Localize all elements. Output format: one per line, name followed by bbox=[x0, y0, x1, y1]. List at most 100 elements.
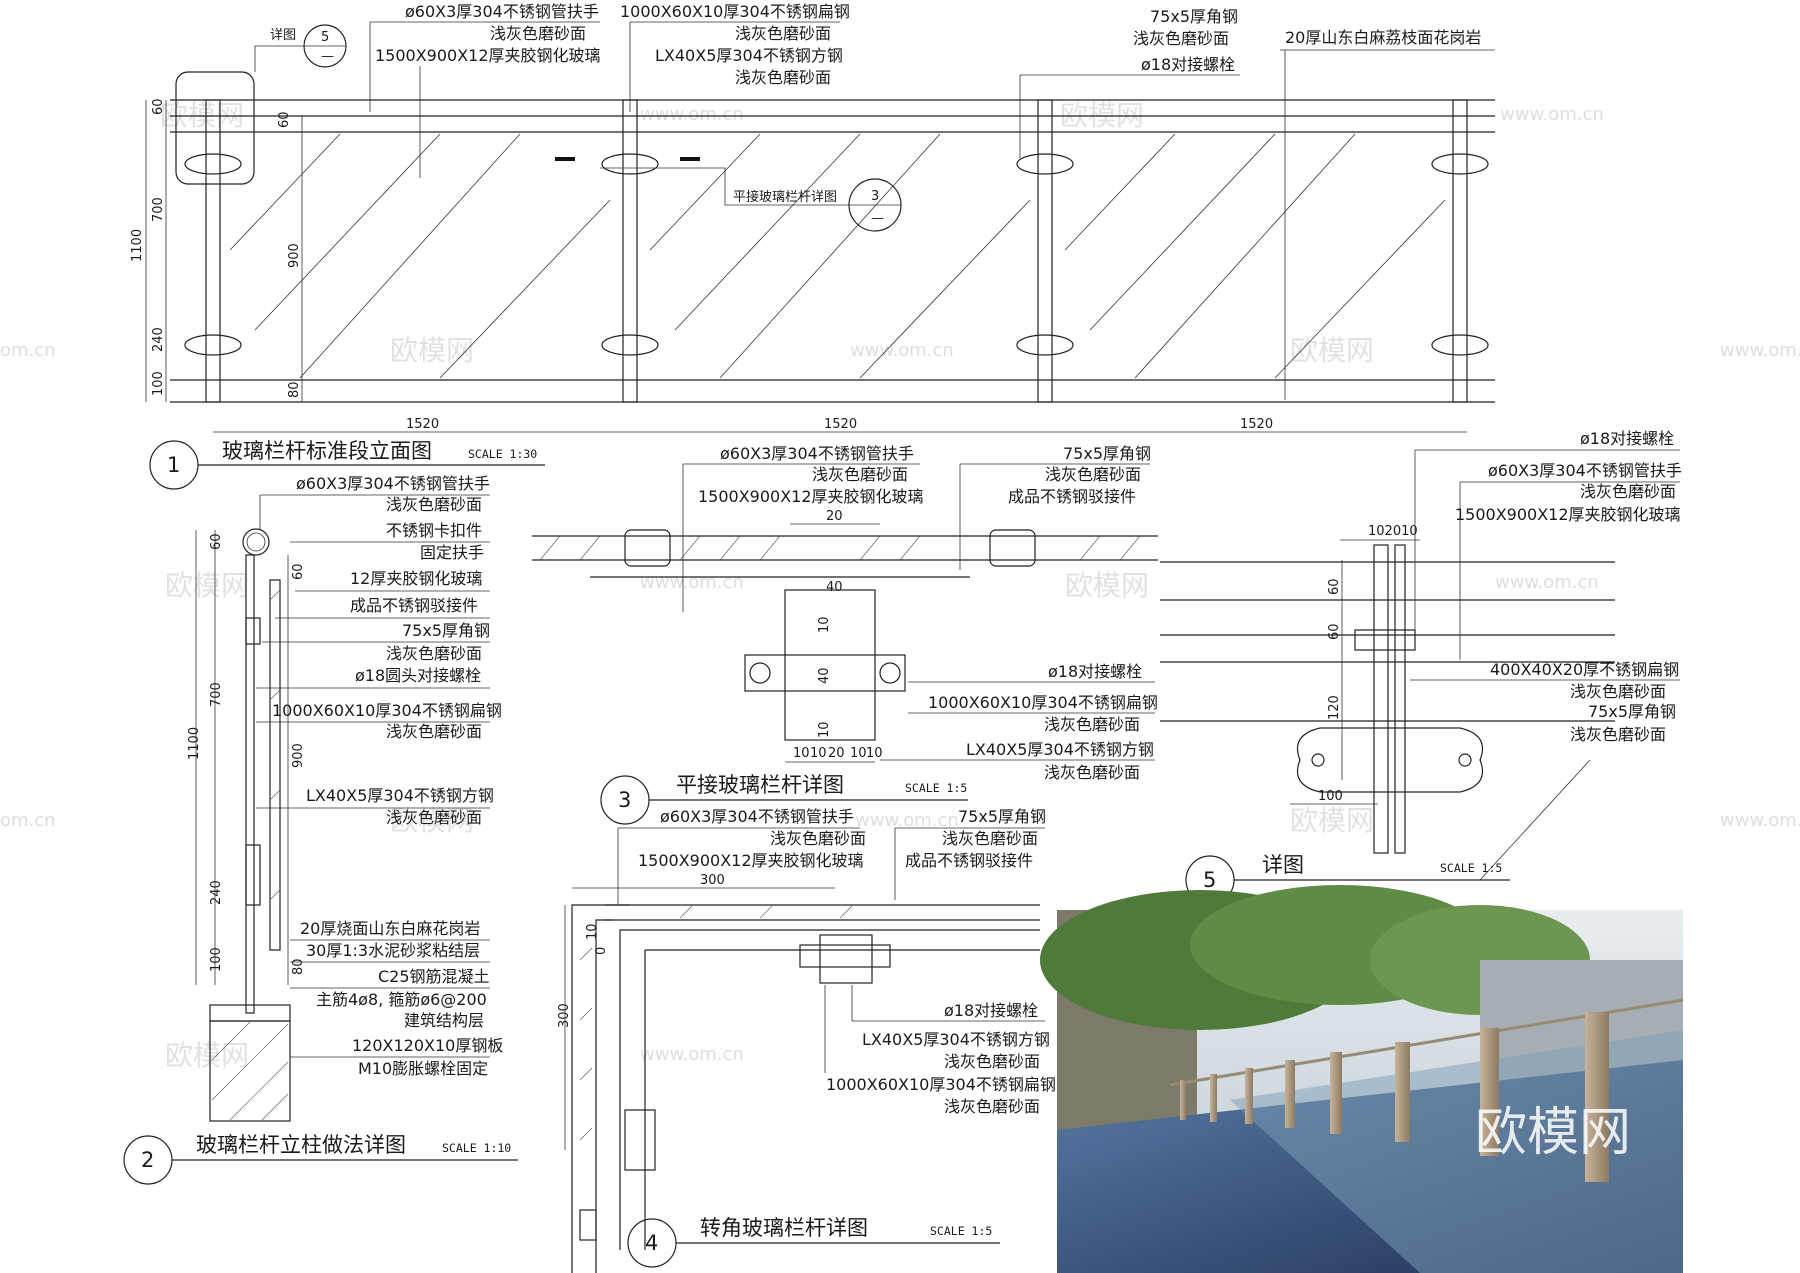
label-square-tube: LX40X5厚304不锈钢方钢 bbox=[655, 46, 843, 65]
d2-label-10: 浅灰色磨砂面 bbox=[386, 722, 482, 741]
watermark-site-5: www.om.cn bbox=[640, 572, 744, 593]
d2-dim-top2: 60 bbox=[291, 563, 306, 580]
d5-glass bbox=[1394, 544, 1406, 854]
post-2 bbox=[622, 99, 638, 403]
d5-r-3: 浅灰色磨砂面 bbox=[1570, 725, 1666, 744]
concrete-block bbox=[209, 1020, 291, 1122]
d3-r-2: 浅灰色磨砂面 bbox=[1044, 715, 1140, 734]
d3-r-4: 浅灰色磨砂面 bbox=[1044, 763, 1140, 782]
label-square-tube-finish: 浅灰色磨砂面 bbox=[735, 68, 831, 87]
d4-dim-h300: 300 bbox=[557, 1003, 572, 1028]
drawing-3-index: 3 bbox=[618, 788, 631, 812]
section-mark-right bbox=[680, 157, 700, 161]
label-angle-finish: 浅灰色磨砂面 bbox=[1133, 29, 1229, 48]
dim-span-1: 1520 bbox=[406, 417, 439, 432]
label-granite: 20厚山东白麻荔枝面花岗岩 bbox=[1285, 28, 1481, 47]
posts bbox=[205, 99, 1468, 403]
dim-total: 1100 bbox=[130, 229, 145, 262]
drawing-1-index: 1 bbox=[167, 453, 180, 477]
photo-posts bbox=[1180, 1012, 1609, 1182]
dim-span-2: 1520 bbox=[824, 417, 857, 432]
watermark-partial-left-1: om.cn bbox=[0, 340, 56, 361]
d2-label-6: 75x5厚角钢 bbox=[402, 621, 490, 640]
d2-label-15: C25钢筋混凝土 bbox=[378, 967, 490, 986]
corner-fitting-lower bbox=[624, 1109, 656, 1171]
post-3 bbox=[1037, 99, 1053, 403]
drawing-5-scale: SCALE 1:5 bbox=[1440, 861, 1502, 875]
dim-span-3: 1520 bbox=[1240, 417, 1273, 432]
d3-r-3: LX40X5厚304不锈钢方钢 bbox=[966, 740, 1154, 759]
d2-dim-total: 1100 bbox=[187, 727, 202, 760]
d4-top-1: 浅灰色磨砂面 bbox=[770, 829, 866, 848]
dim-top2: 60 bbox=[277, 111, 292, 128]
glass-fittings bbox=[184, 153, 1489, 356]
square-tube-section bbox=[784, 589, 876, 741]
d3-r-0: ø18对接螺栓 bbox=[1048, 662, 1142, 681]
d2-label-8: ø18圆头对接螺栓 bbox=[355, 666, 481, 685]
glass-hatch bbox=[229, 133, 1446, 379]
drawing-2-title: 玻璃栏杆立柱做法详图 bbox=[196, 1133, 406, 1157]
d4-r-0: ø18对接螺栓 bbox=[944, 1001, 1038, 1020]
fitting-left bbox=[624, 529, 671, 567]
d5-post bbox=[1373, 544, 1389, 854]
label-handrail: ø60X3厚304不锈钢管扶手 bbox=[405, 2, 599, 21]
d4-tr-0: 75x5厚角钢 bbox=[958, 807, 1046, 826]
handrail-section bbox=[242, 528, 270, 556]
d5-top-1: ø60X3厚304不锈钢管扶手 bbox=[1488, 461, 1682, 480]
watermark-brand-7: 欧模网 bbox=[390, 804, 474, 837]
callout-5-sheet: — bbox=[321, 49, 334, 64]
d2-label-9: 1000X60X10厚304不锈钢扁钢 bbox=[272, 701, 502, 720]
d2-dim-base2: 80 bbox=[291, 958, 306, 975]
d3-dim-v40: 40 bbox=[817, 667, 832, 684]
watermark-site-3: www.om.cn bbox=[850, 340, 954, 361]
drawing-2-index: 2 bbox=[141, 1148, 154, 1172]
drawing-4-title: 转角玻璃栏杆详图 bbox=[700, 1216, 868, 1240]
d3-dim-gap: 20 bbox=[826, 509, 843, 524]
d4-r-1: LX40X5厚304不锈钢方钢 bbox=[862, 1030, 1050, 1049]
d2-label-11: LX40X5厚304不锈钢方钢 bbox=[306, 786, 494, 805]
detail-5-box bbox=[175, 71, 255, 185]
photo-watermark: 欧模网 bbox=[1475, 1103, 1631, 1163]
drawing-2-post-detail: 1100 60 700 240 100 60 900 80 ø60X3厚304不… bbox=[123, 474, 518, 1185]
watermark-site-8: www.om.cn bbox=[1720, 810, 1800, 831]
fitting-lower bbox=[245, 844, 261, 906]
d2-label-18: 120X120X10厚钢板 bbox=[352, 1036, 503, 1055]
d5-top-2: 浅灰色磨砂面 bbox=[1580, 482, 1676, 501]
d2-label-2: 不锈钢卡扣件 bbox=[386, 521, 482, 540]
d3-tr-1: 浅灰色磨砂面 bbox=[1045, 465, 1141, 484]
d4-r-2: 浅灰色磨砂面 bbox=[944, 1052, 1040, 1071]
d3-top-0: ø60X3厚304不锈钢管扶手 bbox=[720, 444, 914, 463]
drawing-4-corner: 300 300 10 0 ø60X3厚304不锈钢管扶手 浅灰色磨砂面 1500… bbox=[557, 807, 1056, 1273]
d3-dim-b10d: 10 bbox=[866, 746, 883, 761]
dim-low: 240 bbox=[151, 327, 166, 352]
watermark-brand-6: 欧模网 bbox=[1065, 569, 1149, 602]
d2-dim-base: 100 bbox=[209, 947, 224, 972]
d5-dim-top: 102010 bbox=[1368, 524, 1418, 539]
d4-tr-2: 成品不锈钢驳接件 bbox=[905, 851, 1033, 870]
d2-label-17: 建筑结构层 bbox=[404, 1011, 484, 1030]
watermark-site-9: www.om.cn bbox=[640, 1044, 744, 1065]
d5-r-0: 400X40X20厚不锈钢扁钢 bbox=[1490, 660, 1679, 679]
d2-dim-glass: 900 bbox=[291, 743, 306, 768]
d2-labels: ø60X3厚304不锈钢管扶手 浅灰色磨砂面 不锈钢卡扣件 固定扶手 12厚夹胶… bbox=[272, 474, 503, 1078]
label-glass: 1500X900X12厚夹胶钢化玻璃 bbox=[375, 46, 601, 65]
drawing-3-flat-joint: 20 40 10 40 10 10 10 20 10 10 ø60X3厚304不… bbox=[532, 444, 1158, 825]
d5-dim-h100: 100 bbox=[1318, 789, 1343, 804]
dim-base: 100 bbox=[151, 371, 166, 396]
watermark-brand-5: 欧模网 bbox=[165, 569, 249, 602]
dim-mid: 700 bbox=[151, 197, 166, 222]
corner-glass-inner bbox=[619, 929, 1040, 1250]
drawing-1-elevation: 5 — 详图 3 — 平接玻璃栏杆详图 ø60X3厚304不锈钢管扶手 浅灰色磨… bbox=[130, 2, 1495, 490]
d2-label-5: 成品不锈钢驳接件 bbox=[350, 596, 478, 615]
d3-dim-b10c: 10 bbox=[850, 746, 867, 761]
callout-5-label: 详图 bbox=[270, 28, 296, 43]
watermark-site-1: www.om.cn bbox=[640, 104, 744, 125]
d4-tr-1: 浅灰色磨砂面 bbox=[942, 829, 1038, 848]
post-section bbox=[245, 554, 255, 1014]
d5-bolt bbox=[1354, 629, 1416, 651]
d2-label-16: 主筋4ø8, 箍筋ø6@200 bbox=[316, 990, 487, 1009]
d3-dim-b10a: 10 bbox=[793, 746, 810, 761]
bolt-assembly bbox=[744, 654, 906, 692]
d4-top-0: ø60X3厚304不锈钢管扶手 bbox=[660, 807, 854, 826]
